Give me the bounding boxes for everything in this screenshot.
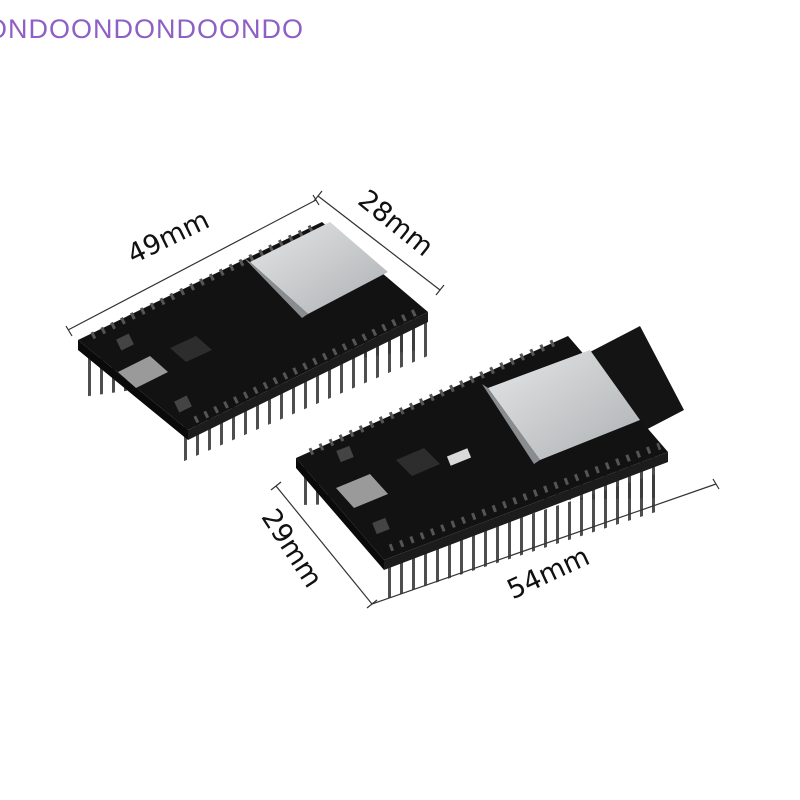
button-2a bbox=[336, 445, 354, 463]
usb-port-2 bbox=[336, 474, 388, 508]
dimension-line-54mm bbox=[371, 478, 720, 605]
chip-1 bbox=[170, 336, 212, 362]
wifi-module-shield-2 bbox=[488, 350, 640, 460]
button-2b bbox=[372, 517, 390, 535]
watermark-text: ONDOONDONDOONDO bbox=[0, 14, 304, 44]
button-1b bbox=[174, 395, 192, 413]
dimension-line-28mm bbox=[313, 190, 445, 296]
dimension-line-49mm bbox=[65, 194, 320, 337]
chip-2 bbox=[396, 448, 440, 476]
button-1a bbox=[116, 333, 134, 351]
board-lower bbox=[296, 326, 684, 598]
board-upper bbox=[78, 222, 430, 462]
antenna-1 bbox=[590, 326, 684, 436]
wifi-module-shield-1 bbox=[250, 222, 388, 314]
usb-port-1 bbox=[118, 356, 168, 388]
